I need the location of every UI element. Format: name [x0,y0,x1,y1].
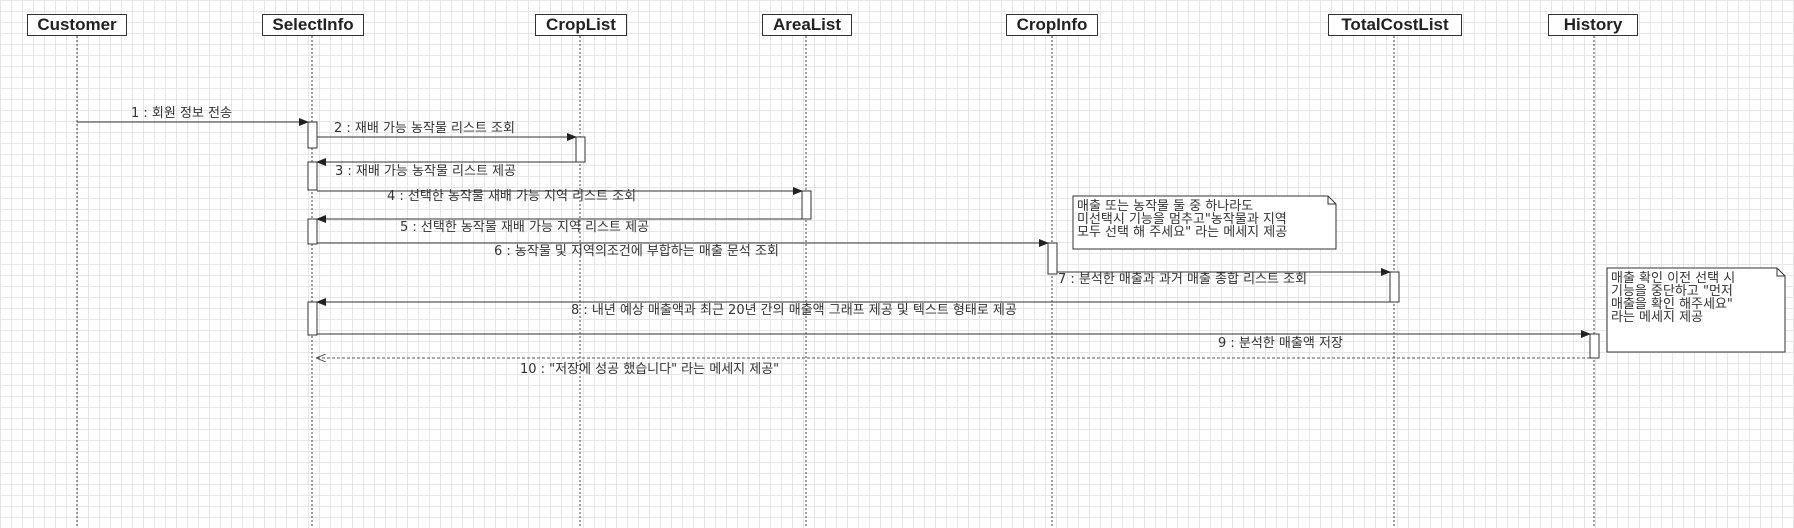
message-label-7: 7 : 분석한 매출과 과거 매출 종합 리스트 조회 [1058,272,1308,287]
activation-bar [1047,242,1058,275]
activation-bar [307,301,318,336]
note-check-sales-first: 매출 확인 이전 선택 시 기능을 중단하고 "먼저 매출을 확인 해주세요" … [1611,271,1736,325]
activation-bar [1389,271,1400,303]
lifeline-header-selectinfo: SelectInfo [262,14,364,36]
activation-bar [801,190,812,220]
message-label-5: 5 : 선택한 농작물 재배 가능 지역 리스트 제공 [400,220,650,235]
activation-bar [307,218,318,245]
message-label-3: 3 : 재배 가능 농작물 리스트 제공 [335,164,516,179]
message-label-4: 4 : 선택한 농작물 재배 가능 지역 리스트 조회 [387,189,637,204]
message-label-8: 8 : 내년 예상 매출액과 최근 20년 간의 매출액 그래프 제공 및 텍스… [571,303,1017,318]
note-fold [1327,196,1336,205]
lifeline-header-history: History [1548,14,1638,36]
lifeline-header-cropinfo: CropInfo [1006,14,1098,36]
lifeline-header-arealist: AreaList [762,14,852,36]
activation-bar [1589,333,1600,359]
message-label-10: 10 : "저장에 성공 했습니다" 라는 메세지 제공" [520,362,780,377]
activation-bar [307,121,318,149]
message-label-9: 9 : 분석한 매출액 저장 [1218,336,1343,351]
message-label-2: 2 : 재배 가능 농작물 리스트 조회 [334,121,515,136]
activation-bar [575,136,586,163]
lifeline-header-croplist: CropList [535,14,627,36]
lifeline-header-totalcostlist: TotalCostList [1328,14,1462,36]
note-shape-sales-check [1606,267,1786,353]
activation-bar [307,161,318,191]
message-label-1: 1 : 회원 정보 전송 [131,106,232,121]
note-shape-crop-area [1072,195,1337,250]
message-label-6: 6 : 농작물 및 지역의조건에 부합하는 매출 문석 조회 [494,244,779,259]
note-crop-area-required: 매출 또는 농작물 둘 중 하나라도 미선택시 기능을 멈추고"농작물과 지역 … [1077,199,1288,240]
note-fold [1776,268,1785,277]
lifeline-header-customer: Customer [27,14,127,36]
